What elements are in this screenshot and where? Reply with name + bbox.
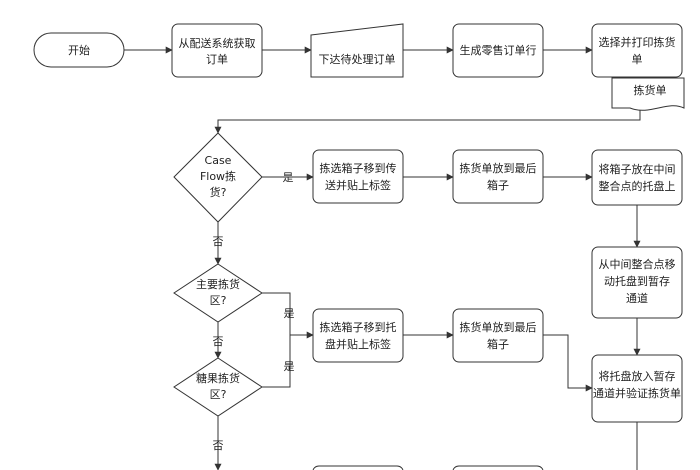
svg-text:主要拣货: 主要拣货 bbox=[196, 277, 240, 291]
connectors bbox=[124, 46, 641, 470]
put-slip-node-1: 拣货单放到最后 箱子 bbox=[452, 149, 544, 204]
svg-text:下达待处理订单: 下达待处理订单 bbox=[319, 52, 396, 66]
svg-text:生成零售订单行: 生成零售订单行 bbox=[460, 43, 537, 57]
svg-text:糖果拣货: 糖果拣货 bbox=[196, 371, 240, 385]
process-bottom-1 bbox=[312, 465, 404, 470]
svg-text:整合点的托盘上: 整合点的托盘上 bbox=[599, 179, 676, 193]
svg-text:货?: 货? bbox=[210, 185, 227, 199]
pick-label-pallet-node: 拣选箱子移到托 盘并贴上标签 bbox=[312, 308, 404, 363]
decision-main-area: 主要拣货 区? bbox=[173, 263, 263, 323]
svg-text:区?: 区? bbox=[210, 294, 227, 307]
svg-text:选择并打印拣货: 选择并打印拣货 bbox=[599, 35, 676, 49]
process-bottom-2 bbox=[452, 465, 544, 470]
start-label: 开始 bbox=[68, 43, 90, 57]
dispatch-order-node: 下达待处理订单 bbox=[310, 23, 404, 78]
svg-text:区?: 区? bbox=[210, 388, 227, 401]
svg-text:将托盘放入暂存: 将托盘放入暂存 bbox=[599, 369, 676, 383]
label-yes-caseflow: 是 bbox=[283, 171, 294, 184]
decision-case-flow: Case Flow拣 货? bbox=[173, 132, 263, 223]
svg-text:拣货单: 拣货单 bbox=[634, 83, 667, 97]
svg-text:送并贴上标签: 送并贴上标签 bbox=[325, 178, 391, 192]
svg-text:从配送系统获取: 从配送系统获取 bbox=[179, 36, 256, 50]
decision-candy-area: 糖果拣货 区? bbox=[173, 357, 263, 417]
pick-label-conveyor-node: 拣选箱子移到传 送并贴上标签 bbox=[312, 149, 404, 204]
svg-text:单: 单 bbox=[632, 53, 643, 66]
print-pick-node: 选择并打印拣货 单 bbox=[591, 23, 683, 78]
start-node: 开始 bbox=[33, 32, 125, 68]
svg-text:盘并贴上标签: 盘并贴上标签 bbox=[325, 337, 391, 351]
svg-text:箱子: 箱子 bbox=[487, 178, 509, 192]
svg-text:拣货单放到最后: 拣货单放到最后 bbox=[460, 161, 537, 175]
generate-line-node: 生成零售订单行 bbox=[452, 23, 544, 78]
pick-document-node: 拣货单 bbox=[611, 77, 685, 111]
svg-text:从中间整合点移: 从中间整合点移 bbox=[599, 257, 676, 271]
svg-text:通道并验证拣货单: 通道并验证拣货单 bbox=[593, 386, 681, 400]
put-slip-node-2: 拣货单放到最后 箱子 bbox=[452, 308, 544, 363]
svg-text:动托盘到暂存: 动托盘到暂存 bbox=[604, 274, 670, 288]
box-to-pallet-node: 将箱子放在中间 整合点的托盘上 bbox=[591, 149, 683, 206]
label-no-candy: 否 bbox=[213, 439, 224, 452]
svg-text:拣选箱子移到传: 拣选箱子移到传 bbox=[320, 161, 397, 175]
label-no-main: 否 bbox=[213, 335, 224, 348]
svg-text:订单: 订单 bbox=[206, 53, 228, 66]
svg-text:Flow拣: Flow拣 bbox=[200, 169, 236, 183]
svg-text:箱子: 箱子 bbox=[487, 337, 509, 351]
edge-main-candy-yes bbox=[262, 292, 291, 388]
label-yes-main: 是 bbox=[284, 307, 295, 320]
edge-slip2-verify bbox=[543, 334, 593, 392]
edge-labels: 是 否 是 否 是 否 bbox=[213, 171, 295, 452]
fetch-order-node: 从配送系统获取 订单 bbox=[171, 23, 263, 78]
svg-text:拣货单放到最后: 拣货单放到最后 bbox=[460, 320, 537, 334]
move-pallet-node: 从中间整合点移 动托盘到暂存 通道 bbox=[591, 246, 683, 319]
svg-text:Case: Case bbox=[205, 154, 232, 167]
edge-print-caseflow bbox=[214, 108, 641, 134]
svg-text:通道: 通道 bbox=[626, 291, 648, 305]
svg-text:拣选箱子移到托: 拣选箱子移到托 bbox=[320, 320, 397, 334]
label-yes-candy: 是 bbox=[284, 360, 295, 373]
label-no-caseflow: 否 bbox=[213, 235, 224, 248]
svg-text:将箱子放在中间: 将箱子放在中间 bbox=[599, 162, 676, 176]
verify-pick-node: 将托盘放入暂存 通道并验证拣货单 bbox=[591, 354, 683, 423]
